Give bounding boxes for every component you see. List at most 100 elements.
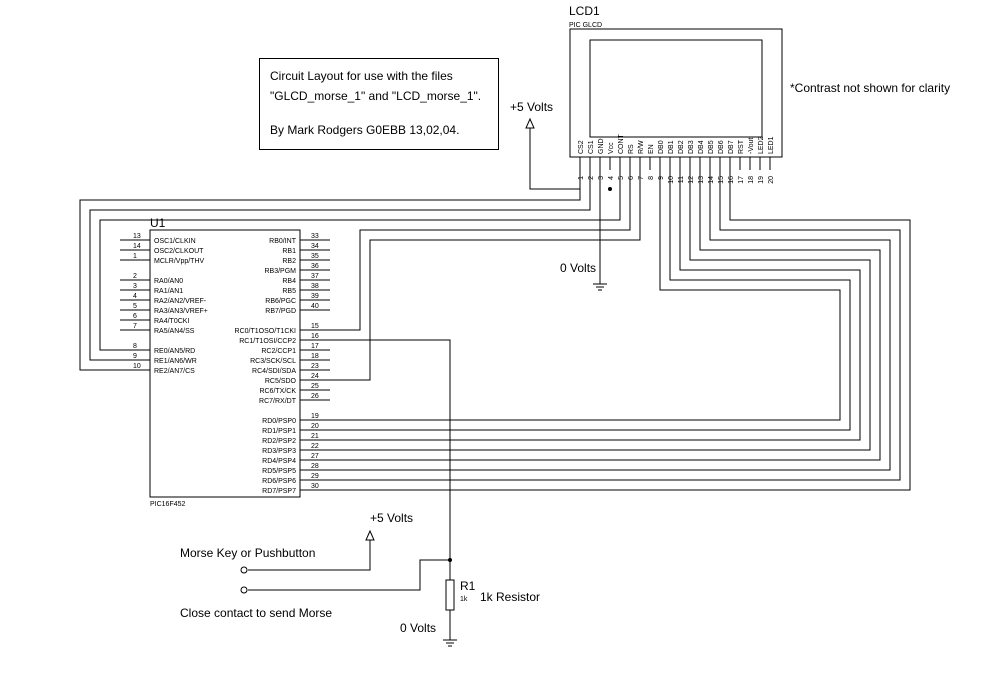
lcd-pin-number: 16 xyxy=(728,176,735,184)
wire-cs1-re1 xyxy=(89,170,591,361)
mcu-pin-name: RC2/CCP1 xyxy=(261,348,296,355)
lcd-module: LCD1 PIC GLCD CS21CS12GND3Vcc4CONT5RS6R/… xyxy=(569,4,783,184)
vcc-symbol-top: +5 Volts xyxy=(510,100,580,190)
mcu-pin-name: RD0/PSP0 xyxy=(262,418,296,425)
lcd-pin-name: EN xyxy=(648,144,655,154)
lcd-pin-number: 18 xyxy=(748,176,755,184)
mcu-pin-name: RB1 xyxy=(282,248,296,255)
wiring xyxy=(79,170,911,640)
lcd-pin-number: 9 xyxy=(658,176,665,180)
mcu-pin-name: RD7/PSP7 xyxy=(262,488,296,495)
lcd-pin-number: 10 xyxy=(668,176,675,184)
gnd-bottom-label: 0 Volts xyxy=(400,621,436,635)
lcd-pin-name: DB3 xyxy=(688,140,695,154)
mcu-pin-name: RA2/AN2/VREF- xyxy=(154,298,207,305)
mcu-pin-number: 26 xyxy=(311,393,319,400)
mcu-ref-label: U1 xyxy=(150,216,166,230)
mcu-pin-number: 3 xyxy=(133,283,137,290)
mcu-pin-name: RA4/T0CKI xyxy=(154,318,189,325)
note-line-2: "GLCD_morse_1" and "LCD_morse_1". xyxy=(270,89,482,103)
lcd-pin-13: DB4 13 xyxy=(698,140,705,184)
vcc-bottom-label: +5 Volts xyxy=(370,511,413,525)
mcu-pin-number: 34 xyxy=(311,243,319,250)
lcd-pin-7: R/W7 xyxy=(638,140,645,180)
wire-key-vcc xyxy=(248,540,371,571)
wire-db5-rd5 xyxy=(330,170,891,471)
mcu-pin-name: RD6/PSP6 xyxy=(262,478,296,485)
mcu-right-pin-group: 33RB0/INT34RB135RB236RB3/PGM37RB438RB539… xyxy=(235,233,330,495)
circuit-note-box: Circuit Layout for use with the files "G… xyxy=(259,58,499,150)
mcu-pin-number: 10 xyxy=(133,363,141,370)
morse-key-label: Morse Key or Pushbutton xyxy=(180,546,315,560)
note-line-3: By Mark Rodgers G0EBB 13,02,04. xyxy=(270,123,460,137)
mcu-pin-name: MCLR/Vpp/THV xyxy=(154,258,205,265)
morse-key-section: +5 Volts Morse Key or Pushbutton Close c… xyxy=(180,511,452,620)
mcu-pin-name: RB4 xyxy=(282,278,296,285)
note-line-1: Circuit Layout for use with the files xyxy=(270,69,453,83)
wire-db6-rd6 xyxy=(330,170,901,481)
junction-gnd-vcc xyxy=(608,187,612,191)
mcu-pin-number: 39 xyxy=(311,293,319,300)
mcu-pin-name: RA5/AN4/SS xyxy=(154,328,195,335)
lcd-pin-number: 20 xyxy=(768,176,775,184)
mcu-pin-number: 37 xyxy=(311,273,319,280)
lcd-pin-name: DB5 xyxy=(708,140,715,154)
lcd-pin-number: 15 xyxy=(718,176,725,184)
mcu-pin-number: 13 xyxy=(133,233,141,240)
mcu-pin-number: 7 xyxy=(133,323,137,330)
lcd-pin-name: DB4 xyxy=(698,140,705,154)
mcu-pin-name: RC0/T1OSO/T1CKI xyxy=(235,328,297,335)
lcd-pin-number: 7 xyxy=(638,176,645,180)
wire-vcc-top xyxy=(529,128,580,190)
mcu-pin-number: 29 xyxy=(311,473,319,480)
mcu-pin-name: RE2/AN7/CS xyxy=(154,368,195,375)
mcu-pin-number: 23 xyxy=(311,363,319,370)
lcd-pin-6: RS6 xyxy=(628,144,635,180)
lcd-pin-number: 13 xyxy=(698,176,705,184)
wire-db3-rd3 xyxy=(330,170,871,451)
mcu-pin-name: RD5/PSP5 xyxy=(262,468,296,475)
mcu-pin-number: 30 xyxy=(311,483,319,490)
wire-rs-rc0 xyxy=(330,170,631,331)
lcd-pin-name: CS2 xyxy=(578,140,585,154)
mcu-pin-name: RD2/PSP2 xyxy=(262,438,296,445)
resistor-r1: R1 1k 1k Resistor 0 Volts xyxy=(400,579,540,647)
lcd-pin-name: CONT xyxy=(618,133,625,154)
morse-key-terminal-1 xyxy=(240,566,248,574)
mcu-pin-number: 36 xyxy=(311,263,319,270)
resistor-desc-label: 1k Resistor xyxy=(480,590,540,604)
mcu-pin-number: 35 xyxy=(311,253,319,260)
gnd-symbol-top: 0 Volts xyxy=(560,170,612,291)
mcu-pin-name: RB3/PGM xyxy=(264,268,296,275)
lcd-pin-name: DB6 xyxy=(718,140,725,154)
mcu-pin-name: RC1/T1OSI/CCP2 xyxy=(239,338,296,345)
mcu-pin-name: RC6/TX/CK xyxy=(259,388,296,395)
